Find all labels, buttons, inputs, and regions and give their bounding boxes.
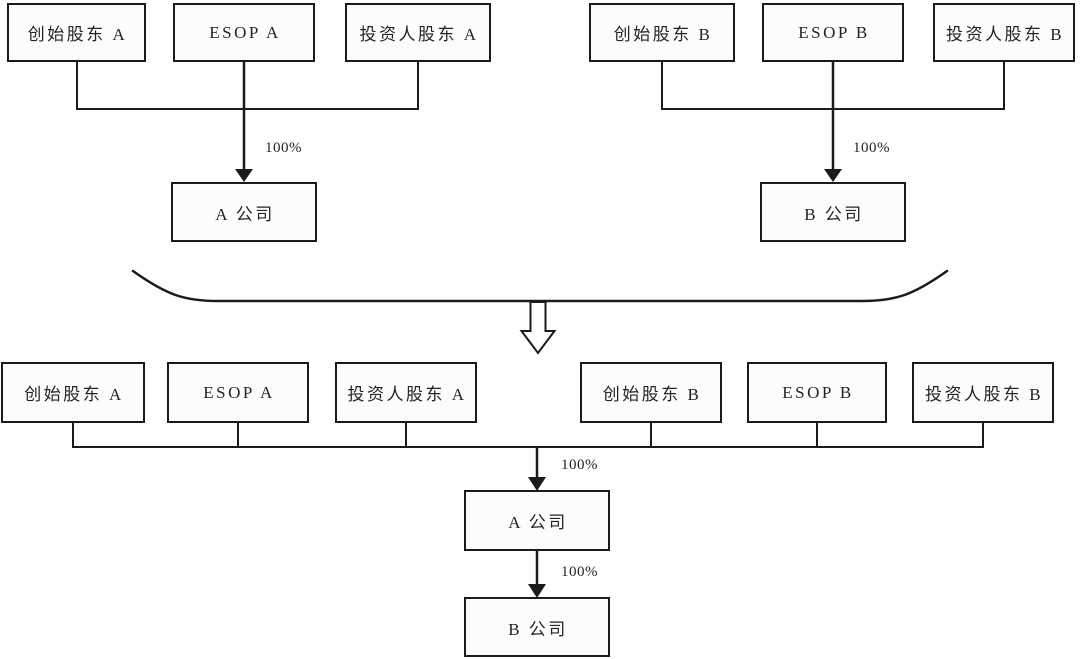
ownership-label-company-a-after: 100% — [561, 457, 598, 473]
node-founder-shareholder-a-before: 创始股东 A — [7, 3, 146, 62]
node-label: ESOP A — [209, 22, 281, 42]
node-label: 投资人股东 B — [924, 385, 1044, 404]
node-label: 投资人股东 B — [945, 25, 1065, 44]
before-group-a-arrowhead-icon — [235, 169, 253, 182]
node-label: 创始股东 A — [24, 385, 124, 404]
node-investor-shareholder-b-before: 投资人股东 B — [933, 3, 1075, 62]
node-label: B 公司 — [508, 619, 568, 639]
node-founder-shareholder-b-after: 创始股东 B — [580, 362, 722, 423]
ownership-label-group-a: 100% — [265, 140, 302, 156]
node-label: ESOP B — [798, 22, 870, 42]
node-label: 投资人股东 A — [347, 385, 467, 404]
node-company-a-after: A 公司 — [464, 490, 610, 551]
node-company-a-before: A 公司 — [171, 182, 317, 242]
node-label: A 公司 — [508, 513, 568, 532]
before-group-a-connector-line — [76, 62, 419, 110]
after-arrowhead-company-b-icon — [528, 584, 546, 598]
node-label: B 公司 — [804, 204, 864, 224]
node-esop-b-before: ESOP B — [762, 3, 904, 62]
node-label: 创始股东 B — [613, 25, 713, 44]
before-group-b-arrowhead-icon — [824, 169, 842, 182]
node-investor-shareholder-a-after: 投资人股东 A — [335, 362, 477, 423]
node-investor-shareholder-b-after: 投资人股东 B — [912, 362, 1054, 423]
node-investor-shareholder-a-before: 投资人股东 A — [345, 3, 491, 62]
node-label: ESOP A — [203, 382, 275, 402]
node-company-b-before: B 公司 — [760, 182, 906, 242]
node-esop-b-after: ESOP B — [747, 362, 887, 423]
node-founder-shareholder-a-after: 创始股东 A — [1, 362, 145, 423]
node-company-b-after: B 公司 — [464, 597, 610, 657]
ownership-label-group-b: 100% — [853, 140, 890, 156]
merge-down-arrow-icon — [519, 301, 557, 355]
gather-curve-icon — [131, 269, 949, 303]
node-label: 创始股东 B — [602, 385, 702, 404]
node-label: 投资人股东 A — [359, 25, 479, 44]
node-label: 创始股东 A — [27, 25, 128, 44]
node-esop-a-after: ESOP A — [167, 362, 309, 423]
after-arrowhead-company-a-icon — [528, 477, 546, 491]
node-label: A 公司 — [215, 204, 275, 224]
node-founder-shareholder-b-before: 创始股东 B — [589, 3, 735, 62]
ownership-label-company-b-after: 100% — [561, 564, 598, 580]
node-esop-a-before: ESOP A — [173, 3, 315, 62]
node-label: ESOP B — [782, 382, 854, 402]
